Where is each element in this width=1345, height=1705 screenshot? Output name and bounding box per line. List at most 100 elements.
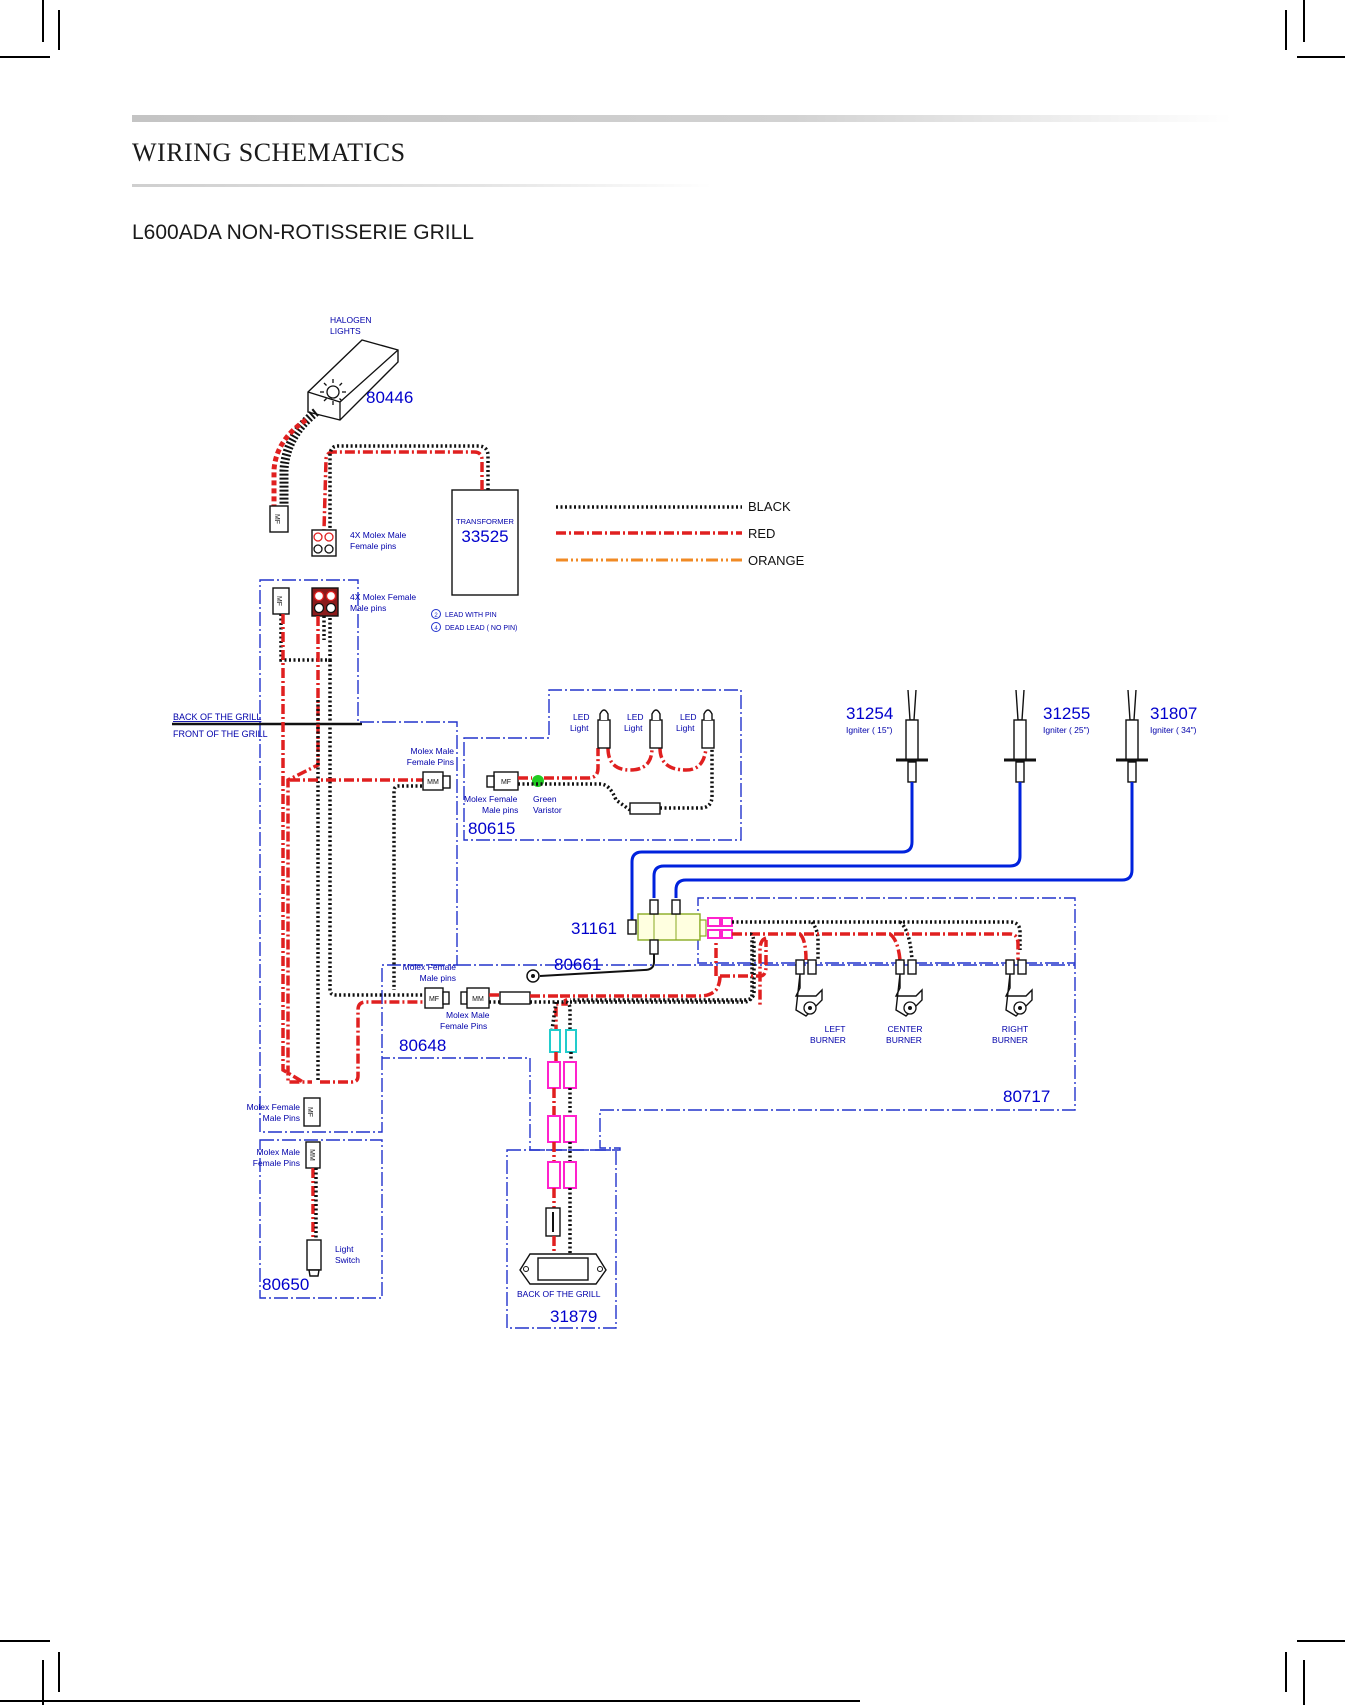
svg-text:MF: MF bbox=[275, 596, 282, 606]
part-31807: 31807 bbox=[1150, 704, 1197, 723]
front-of-grill-label: FRONT OF THE GRILL bbox=[173, 729, 268, 739]
wire-black-loop bbox=[279, 614, 332, 662]
legend-red: RED bbox=[748, 526, 775, 541]
svg-text:MF: MF bbox=[273, 514, 280, 524]
ground-wire bbox=[539, 954, 655, 977]
back-of-grill-label: BACK OF THE GRILL bbox=[173, 712, 261, 722]
igniter-31254 bbox=[896, 689, 928, 783]
igniter-31807 bbox=[1116, 689, 1148, 783]
molex-mf-switch bbox=[303, 1097, 321, 1127]
dead-lead: DEAD LEAD ( NO PIN) bbox=[445, 625, 517, 632]
bottom-rule bbox=[0, 1700, 860, 1702]
igniter-wire-2 bbox=[652, 782, 1022, 898]
pin-note-number: 2 bbox=[434, 613, 438, 619]
burner-wire-black bbox=[732, 920, 1022, 965]
wire-red-main bbox=[286, 616, 320, 1084]
part-80446: 80446 bbox=[366, 388, 413, 407]
halogen-light: MF bbox=[269, 339, 399, 533]
region-80615 bbox=[463, 689, 742, 841]
part-80650: 80650 bbox=[262, 1275, 309, 1294]
svg-text:MF: MF bbox=[429, 996, 439, 1003]
molex-4x-female bbox=[311, 587, 339, 617]
crop-mark bbox=[42, 0, 44, 42]
fuse-main bbox=[499, 991, 531, 1005]
crop-mark bbox=[1297, 1640, 1345, 1642]
svg-text:MF: MF bbox=[306, 1107, 313, 1117]
svg-text:MF: MF bbox=[501, 779, 511, 786]
back-of-grill-box-label: BACK OF THE GRILL bbox=[517, 1289, 601, 1299]
battery-box bbox=[519, 1253, 607, 1285]
spade-connectors bbox=[547, 1029, 577, 1189]
page-title: WIRING SCHEMATICS bbox=[132, 138, 406, 167]
part-31255: 31255 bbox=[1043, 704, 1090, 723]
header-bar bbox=[132, 115, 1232, 122]
led-light-3 bbox=[701, 709, 715, 749]
legend: BLACK RED ORANGE bbox=[556, 499, 805, 568]
diagram-subtitle: L600ADA NON-ROTISSERIE GRILL bbox=[132, 221, 474, 244]
crop-mark bbox=[1303, 1660, 1305, 1705]
transformer-lead-red bbox=[322, 450, 484, 531]
svg-text:MM: MM bbox=[427, 779, 439, 786]
region-80717 bbox=[382, 897, 1076, 1151]
burner-electrode-center bbox=[894, 959, 923, 1017]
wire-black-main bbox=[322, 616, 430, 997]
lead-with-pin: LEAD WITH PIN bbox=[445, 612, 497, 619]
part-31879: 31879 bbox=[550, 1307, 597, 1326]
fuse-led bbox=[629, 802, 661, 815]
region-31879 bbox=[506, 1149, 617, 1329]
legend-orange: ORANGE bbox=[748, 553, 805, 568]
transformer bbox=[451, 489, 519, 596]
legend-black: BLACK bbox=[748, 499, 791, 514]
transformer-label: TRANSFORMER bbox=[456, 517, 515, 526]
pin-note-number: 4 bbox=[434, 626, 438, 632]
part-80615: 80615 bbox=[468, 819, 515, 838]
igniter-34-label: Igniter ( 34") bbox=[1150, 725, 1197, 735]
region-80650-upper bbox=[259, 579, 458, 1133]
crop-mark bbox=[42, 1660, 44, 1705]
crop-mark bbox=[0, 56, 50, 58]
led-light-2 bbox=[649, 709, 663, 749]
pin-note-icon bbox=[431, 622, 441, 632]
svg-text:MM: MM bbox=[308, 1149, 315, 1161]
igniter-15-label: Igniter ( 15") bbox=[846, 725, 893, 735]
wire-black-to-molex bbox=[392, 784, 440, 990]
ignition-module bbox=[637, 913, 701, 941]
molex-mm-center bbox=[466, 987, 490, 1009]
part-31254: 31254 bbox=[846, 704, 893, 723]
part-31161: 31161 bbox=[571, 919, 617, 938]
crop-mark bbox=[0, 1640, 50, 1642]
part-80717: 80717 bbox=[1003, 1087, 1050, 1106]
part-80661: 80661 bbox=[554, 955, 601, 974]
igniter-25-label: Igniter ( 25") bbox=[1043, 725, 1090, 735]
crop-mark bbox=[1297, 56, 1345, 58]
part-80648: 80648 bbox=[399, 1036, 446, 1055]
sun-icon bbox=[320, 379, 346, 405]
crop-mark bbox=[58, 10, 60, 50]
part-33525: 33525 bbox=[461, 527, 508, 546]
burner-electrode-right bbox=[1004, 959, 1033, 1017]
igniter-wire-1 bbox=[630, 782, 914, 920]
crop-mark bbox=[1303, 0, 1305, 42]
molex-4x-male bbox=[311, 529, 337, 557]
igniter-wire-3 bbox=[674, 782, 1134, 898]
light-switch bbox=[306, 1239, 322, 1277]
pin-note-icon bbox=[431, 609, 441, 619]
wire-red-second bbox=[281, 614, 304, 1084]
crop-mark bbox=[1285, 10, 1287, 50]
crop-mark bbox=[1285, 1652, 1287, 1692]
